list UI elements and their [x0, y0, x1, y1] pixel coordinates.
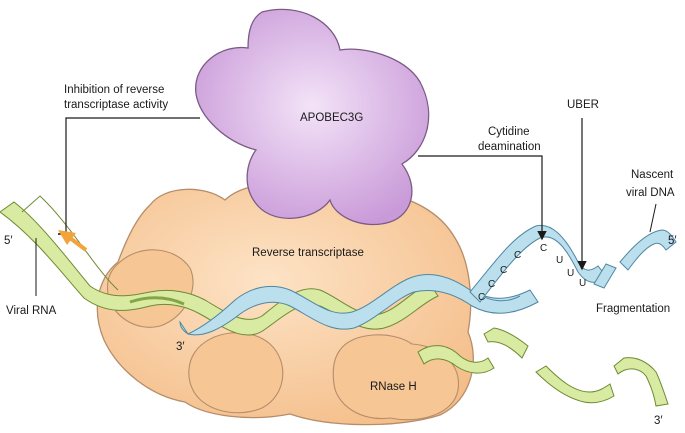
nascent-label-line2: viral DNA [626, 187, 675, 199]
cytidine-label-line1: Cytidine [488, 126, 530, 138]
fragmentation-label: Fragmentation [596, 303, 670, 315]
rna-fragments [417, 327, 669, 407]
base-u-1: U [556, 255, 563, 266]
uber-label: UBER [567, 99, 599, 111]
five-prime-left-label: 5′ [4, 235, 13, 247]
base-c-3: C [500, 265, 507, 276]
dna-fragment-2 [619, 229, 677, 271]
nascent-label-line1: Nascent [631, 169, 674, 181]
reverse-transcriptase-label: Reverse transcriptase [252, 247, 364, 259]
base-u-3: U [579, 278, 586, 289]
rt-subdomain-bottom [188, 332, 284, 414]
viral-rna-strand [0, 195, 439, 336]
nascent-dna-leader [649, 203, 657, 233]
apobec3g-label: APOBEC3G [300, 112, 363, 124]
dna-base-region [469, 224, 607, 303]
inhibition-label-line2: transcriptase activity [64, 99, 168, 111]
cytidine-label-line2: deamination [478, 141, 541, 153]
viral-rna-label: Viral RNA [6, 305, 57, 317]
nucleotide-bases: C C C C C U U U [478, 243, 586, 303]
three-prime-inner-label: 3′ [176, 341, 185, 353]
base-c-4: C [514, 250, 521, 261]
inhibition-label-line1: Inhibition of reverse [64, 84, 164, 96]
apobec3g-protein [195, 8, 430, 226]
base-c-2: C [488, 279, 495, 290]
five-prime-right-label: 5′ [668, 235, 677, 247]
base-u-2: U [567, 268, 574, 279]
rnase-h-label: RNase H [370, 381, 417, 393]
inhibition-line [65, 117, 200, 234]
orange-direction-arrow [58, 230, 88, 252]
base-c-1: C [478, 292, 485, 303]
three-prime-bottom-label: 3′ [654, 415, 663, 427]
cytidine-deamination-arrow [418, 155, 547, 241]
base-c-5: C [540, 243, 547, 254]
dna-fragment-1 [593, 263, 617, 289]
